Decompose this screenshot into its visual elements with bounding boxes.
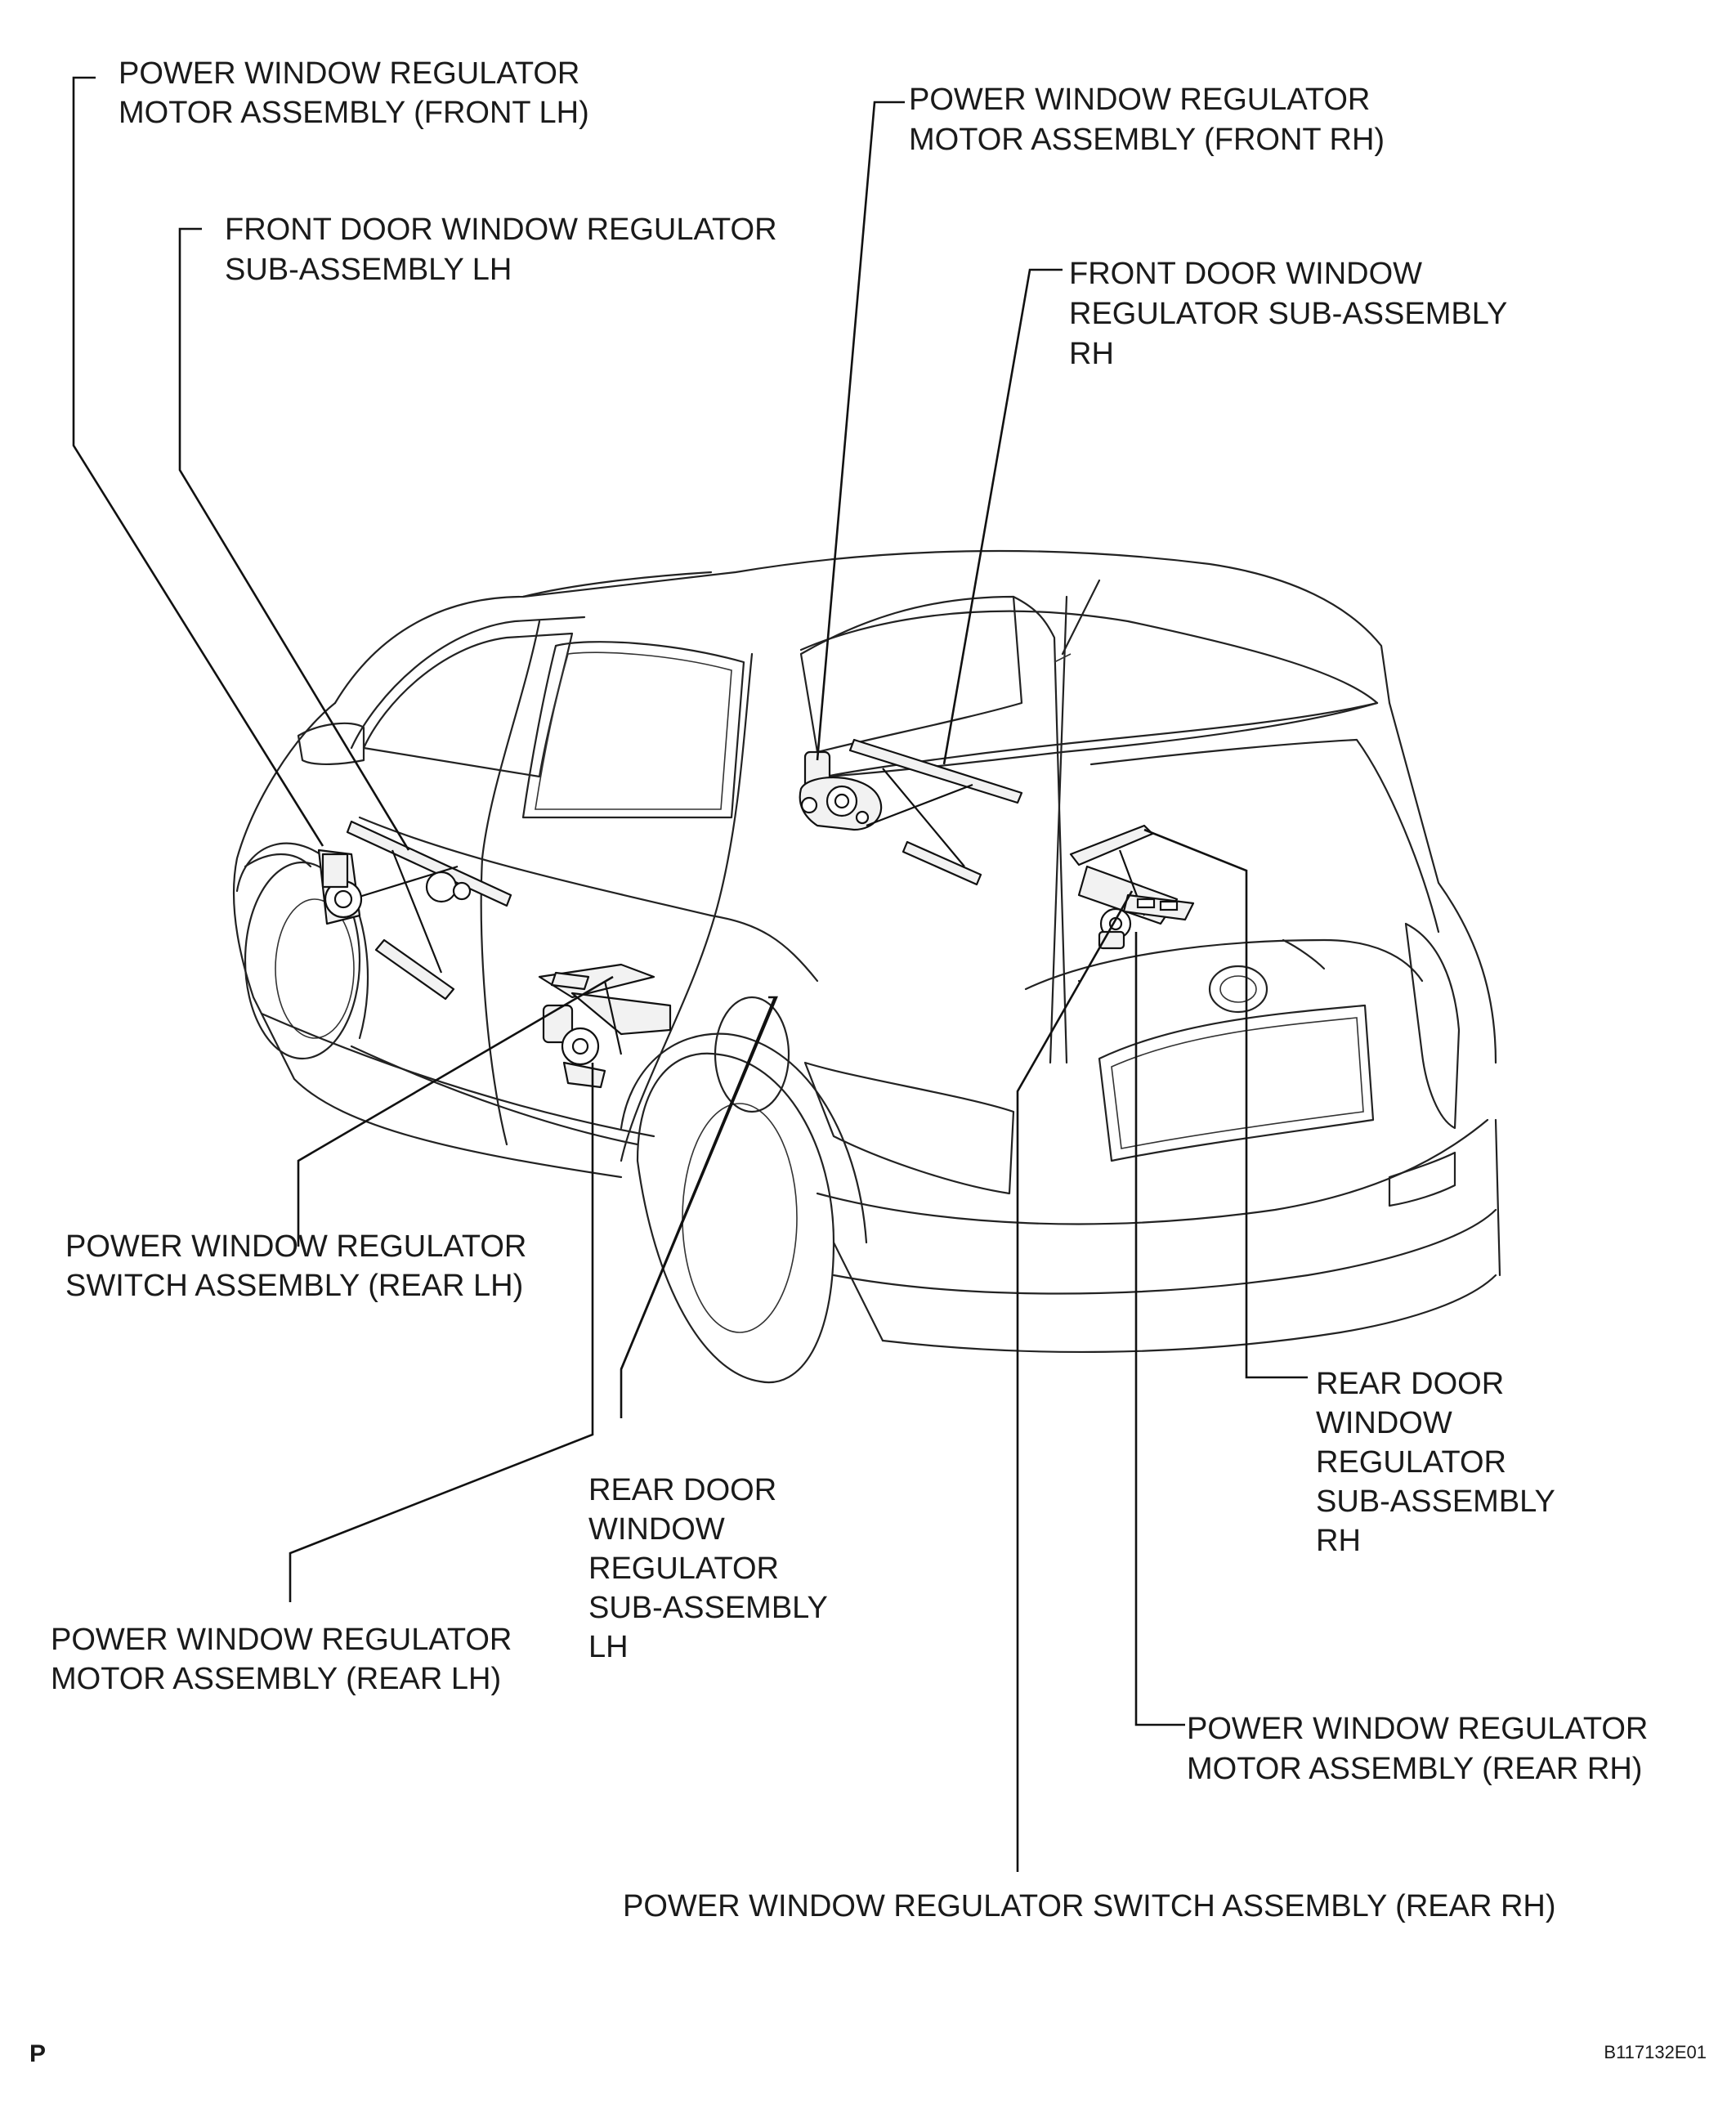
corner-mark: P (29, 2040, 46, 2067)
callout-rear-door-reg-rh: REAR DOOR WINDOW REGULATOR SUB-ASSEMBLY … (1316, 1367, 1555, 1558)
callout-front-door-reg-lh: FRONT DOOR WINDOW REGULATOR SUB-ASSEMBLY… (225, 213, 777, 287)
leader-rear-door-reg-rh (1143, 828, 1308, 1379)
callout-line: MOTOR ASSEMBLY (REAR RH) (1187, 1752, 1642, 1786)
leader-front-door-reg-rh (942, 268, 1063, 765)
callout-line: MOTOR ASSEMBLY (FRONT LH) (119, 96, 589, 130)
callout-line: SUB-ASSEMBLY (588, 1591, 828, 1625)
leader-lines (72, 76, 1308, 1872)
callout-motor-rear-lh: POWER WINDOW REGULATOR MOTOR ASSEMBLY (R… (51, 1623, 512, 1696)
callout-line: POWER WINDOW REGULATOR (119, 56, 579, 91)
leader-front-door-reg-lh (178, 227, 410, 851)
callout-line: REGULATOR (588, 1552, 779, 1586)
callout-switch-rear-lh: POWER WINDOW REGULATOR SWITCH ASSEMBLY (… (65, 1229, 526, 1303)
callout-front-door-reg-rh: FRONT DOOR WINDOW REGULATOR SUB-ASSEMBLY… (1069, 257, 1507, 371)
callout-line: SWITCH ASSEMBLY (REAR LH) (65, 1269, 523, 1303)
leader-rear-door-reg-lh (620, 996, 778, 1418)
rear-lh-switch (550, 971, 590, 991)
rear-rh-motor (1098, 907, 1132, 950)
callout-motor-rear-rh: POWER WINDOW REGULATOR MOTOR ASSEMBLY (R… (1187, 1712, 1648, 1786)
leader-rear-door-reg-lh-b (620, 996, 776, 1370)
leader-motor-front-lh (72, 76, 324, 847)
front-lh-motor (317, 849, 363, 925)
callout-line: LH (588, 1630, 629, 1664)
callout-switch-rear-rh: POWER WINDOW REGULATOR SWITCH ASSEMBLY (… (623, 1889, 1556, 1923)
callout-line: POWER WINDOW REGULATOR (65, 1229, 526, 1264)
leader-switch-rear-rh (1016, 890, 1134, 1872)
callout-line: RH (1316, 1524, 1361, 1558)
leader-switch-rear-lh (297, 975, 614, 1247)
callout-motor-front-rh: POWER WINDOW REGULATOR MOTOR ASSEMBLY (F… (909, 83, 1385, 157)
leader-motor-rear-lh (289, 1063, 594, 1602)
figure-code: B117132E01 (1604, 2042, 1707, 2062)
callout-line: MOTOR ASSEMBLY (REAR LH) (51, 1662, 501, 1696)
callout-line: SUB-ASSEMBLY (1316, 1484, 1555, 1519)
callout-line: POWER WINDOW REGULATOR SWITCH ASSEMBLY (… (623, 1889, 1556, 1923)
callout-line: WINDOW (1316, 1406, 1452, 1440)
callout-line: SUB-ASSEMBLY LH (225, 253, 512, 287)
leader-motor-front-rh (816, 101, 905, 761)
front-lh-regulator (346, 820, 512, 1001)
callout-line: FRONT DOOR WINDOW (1069, 257, 1422, 291)
callout-line: FRONT DOOR WINDOW REGULATOR (225, 213, 777, 247)
callout-line: RH (1069, 337, 1114, 371)
callout-line: REAR DOOR (588, 1473, 776, 1507)
front-rh-regulator (848, 738, 1023, 886)
front-rh-motor (799, 750, 883, 831)
callout-line: POWER WINDOW REGULATOR (51, 1623, 512, 1657)
callout-line: REGULATOR SUB-ASSEMBLY (1069, 297, 1507, 331)
rear-lh-regulator (538, 963, 672, 1055)
callout-line: POWER WINDOW REGULATOR (1187, 1712, 1648, 1746)
callout-line: WINDOW (588, 1512, 725, 1547)
rear-rh-switch (1122, 893, 1195, 921)
callout-line: POWER WINDOW REGULATOR (909, 83, 1370, 117)
callout-rear-door-reg-lh: REAR DOOR WINDOW REGULATOR SUB-ASSEMBLY … (588, 1473, 828, 1664)
callout-motor-front-lh: POWER WINDOW REGULATOR MOTOR ASSEMBLY (F… (119, 56, 589, 130)
rear-lh-motor (542, 1004, 606, 1089)
callout-line: MOTOR ASSEMBLY (FRONT RH) (909, 123, 1385, 157)
callout-line: REAR DOOR (1316, 1367, 1504, 1401)
vehicle-illustration (232, 549, 1501, 1384)
leader-motor-rear-rh (1134, 932, 1185, 1726)
callout-line: REGULATOR (1316, 1445, 1506, 1480)
